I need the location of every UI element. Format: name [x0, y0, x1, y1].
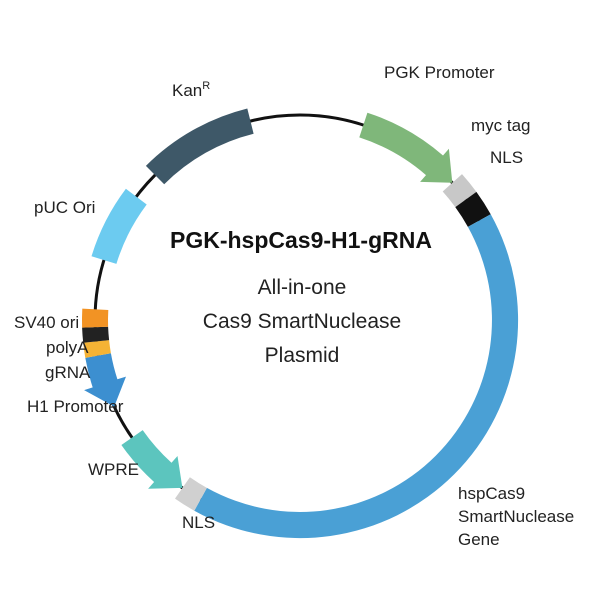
label-h1-promoter: H1 Promoter — [27, 397, 124, 416]
label-puc-ori: pUC Ori — [34, 198, 95, 217]
segment-hspcas9 — [194, 214, 519, 539]
label-kanr-base: Kan — [172, 81, 202, 100]
segment-myc-tag — [442, 174, 477, 208]
label-nls-top: NLS — [490, 148, 523, 167]
label-nls-bottom: NLS — [182, 513, 215, 532]
segment-nls-top — [455, 191, 491, 227]
label-hspcas9-3: Gene — [458, 530, 500, 549]
label-myc-tag: myc tag — [471, 116, 531, 135]
label-sv40-ori: SV40 ori — [14, 313, 79, 332]
label-kanr-sup: R — [202, 80, 210, 92]
label-wpre: WPRE — [88, 460, 139, 479]
segment-puc-ori — [91, 188, 147, 264]
segment-pgk-promoter — [359, 112, 453, 183]
description-line-2: Cas9 SmartNuclease — [203, 310, 401, 333]
feature-segments — [81, 108, 519, 539]
label-hspcas9-1: hspCas9 — [458, 484, 525, 503]
description-line-3: Plasmid — [265, 344, 340, 367]
label-polya: polyA — [46, 338, 89, 357]
segment-sv40-ori — [81, 308, 109, 328]
segment-grna — [83, 340, 111, 358]
segment-nls-bottom — [175, 477, 207, 511]
segment-kanr — [145, 108, 254, 185]
segment-h1-promoter — [84, 353, 126, 407]
label-hspcas9-2: SmartNuclease — [458, 507, 574, 526]
label-kanr: KanR — [172, 80, 210, 100]
segment-polya — [82, 326, 110, 343]
segment-wpre — [121, 430, 183, 489]
label-grna: gRNA — [45, 363, 91, 382]
plasmid-title: PGK-hspCas9-H1-gRNA — [170, 227, 432, 253]
label-pgk-promoter: PGK Promoter — [384, 63, 495, 82]
description-line-1: All-in-one — [258, 276, 347, 299]
